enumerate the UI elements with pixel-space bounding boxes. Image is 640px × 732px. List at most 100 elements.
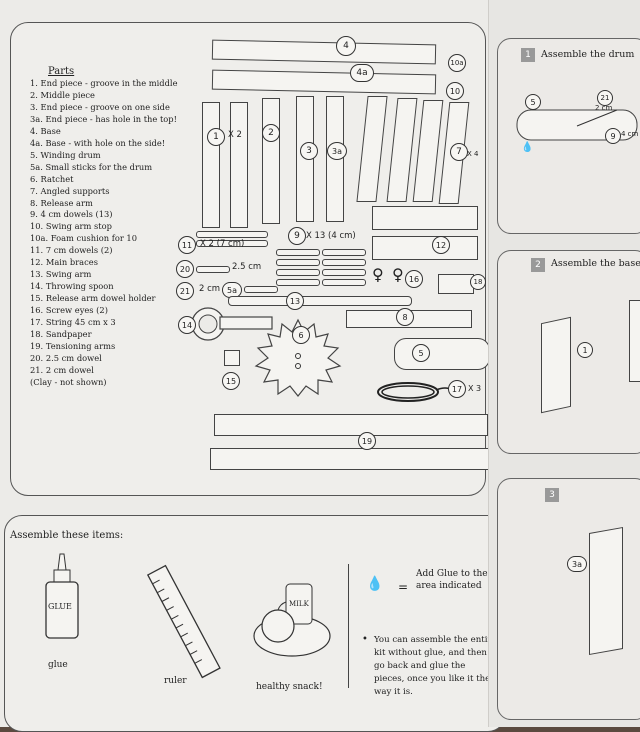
step-2-number: 2 bbox=[531, 258, 545, 272]
dim-2cm: 2 cm bbox=[199, 284, 221, 294]
label-4: 4 bbox=[336, 36, 356, 56]
list-item: 3. End piece - groove on one side bbox=[30, 101, 170, 112]
label-6: 6 bbox=[292, 326, 310, 344]
part-9-dowel bbox=[276, 269, 320, 276]
list-item: 17. String 45 cm x 3 bbox=[30, 317, 116, 328]
part-13-swing-arm bbox=[228, 296, 412, 306]
label-13: 13 bbox=[286, 292, 304, 310]
part-1-end-piece-b bbox=[230, 102, 248, 228]
step-1-ref-9: 9 bbox=[605, 128, 621, 144]
part-9-dowel bbox=[322, 269, 366, 276]
list-item: 15. Release arm dowel holder bbox=[30, 293, 156, 304]
assemble-panel bbox=[4, 515, 506, 732]
step-1-ref-4cm: 4 cm bbox=[621, 130, 639, 138]
label-14: 14 bbox=[178, 316, 196, 334]
label-11: 11 bbox=[178, 236, 196, 254]
step-2-base-piece bbox=[541, 316, 571, 414]
list-item: 3a. End piece - has hole in the top! bbox=[30, 113, 177, 124]
step-3-number: 3 bbox=[545, 488, 559, 502]
snack-caption: healthy snack! bbox=[256, 682, 323, 692]
label-15: 15 bbox=[222, 372, 240, 390]
label-10: 10 bbox=[446, 82, 464, 100]
label-16: 16 bbox=[405, 270, 423, 288]
part-14-throwing-spoon bbox=[191, 307, 273, 341]
label-8: 8 bbox=[396, 308, 414, 326]
list-item: 7. Angled supports bbox=[30, 185, 110, 196]
snack-plate-icon bbox=[253, 583, 331, 657]
list-item: 1. End piece - groove in the middle bbox=[30, 78, 178, 88]
part-11-dowel bbox=[196, 231, 268, 238]
ruler-caption: ruler bbox=[164, 676, 187, 686]
label-3: 3 bbox=[300, 142, 318, 160]
label-9: 9 bbox=[288, 227, 306, 245]
bullet-icon: • bbox=[362, 634, 368, 645]
glue-drop-icon: 💧 bbox=[366, 576, 384, 592]
list-item: 21. 2 cm dowel bbox=[30, 364, 94, 375]
label-10a: 10a bbox=[448, 54, 466, 72]
list-item: 6. Ratchet bbox=[30, 173, 74, 184]
list-item: 18. Sandpaper bbox=[30, 329, 92, 340]
part-9-dowel bbox=[276, 249, 320, 256]
glue-drop-icon: 💧 bbox=[521, 142, 534, 153]
label-1: 1 bbox=[207, 128, 225, 146]
part-12-main-brace bbox=[372, 206, 478, 230]
instruction-page: Parts 1. End piece - groove in the middl… bbox=[0, 0, 506, 732]
dim-2-5cm: 2.5 cm bbox=[232, 262, 262, 272]
qty-x13-4cm: X 13 (4 cm) bbox=[306, 231, 356, 241]
part-9-dowel bbox=[276, 279, 320, 286]
qty-x3: X 3 bbox=[468, 384, 482, 393]
part-18-sandpaper bbox=[438, 274, 474, 294]
part-20-dowel bbox=[196, 266, 230, 273]
label-19: 19 bbox=[358, 432, 376, 450]
divider bbox=[348, 564, 349, 688]
label-21: 21 bbox=[176, 282, 194, 300]
part-1-end-piece bbox=[202, 102, 220, 228]
list-item: 20. 2.5 cm dowel bbox=[30, 352, 102, 363]
step-1-ref-5: 5 bbox=[525, 94, 541, 110]
list-item: 11. 7 cm dowels (2) bbox=[30, 245, 113, 256]
list-item: 4. Base bbox=[30, 125, 61, 136]
part-5-winding-drum bbox=[394, 338, 490, 370]
instruction-page-right: 1 Assemble the drum 5 21 2 cm 9 4 cm 💧 2… bbox=[488, 0, 640, 727]
label-12: 12 bbox=[432, 236, 450, 254]
step-3-end-piece bbox=[589, 527, 623, 655]
step-3-ref-3a: 3a bbox=[567, 556, 587, 572]
step-2-side-piece bbox=[629, 300, 640, 382]
glue-note: Add Glue to the area indicated bbox=[416, 569, 488, 591]
list-item: 10a. Foam cushion for 10 bbox=[30, 233, 137, 244]
glue-caption: glue bbox=[48, 660, 68, 670]
part-12-main-brace bbox=[372, 236, 478, 260]
label-18: 18 bbox=[470, 274, 486, 290]
list-item: 8. Release arm bbox=[30, 197, 93, 208]
assemble-title: Assemble these items: bbox=[10, 530, 124, 541]
step-1-ref-2cm: 2 cm bbox=[595, 104, 613, 112]
bullet-note: You can assemble the entire kit without … bbox=[374, 635, 497, 697]
label-3a: 3a bbox=[327, 142, 347, 160]
screw-eye-icon: ♀ bbox=[392, 265, 404, 284]
list-item: 9. 4 cm dowels (13) bbox=[30, 209, 113, 220]
part-15-dowel-holder bbox=[224, 350, 240, 366]
list-item: 14. Throwing spoon bbox=[30, 281, 114, 292]
part-11-dowel bbox=[196, 240, 268, 247]
label-5: 5 bbox=[412, 344, 430, 362]
list-item: 2. Middle piece bbox=[30, 89, 95, 100]
ruler-icon bbox=[146, 564, 221, 679]
part-9-dowel bbox=[322, 259, 366, 266]
milk-label: MILK bbox=[289, 600, 309, 608]
parts-title: Parts bbox=[48, 66, 75, 77]
parts-list: 1. End piece - groove in the middle 2. M… bbox=[30, 78, 180, 389]
part-9-dowel bbox=[276, 259, 320, 266]
part-19-tensioning-arm bbox=[210, 448, 490, 470]
part-19-tensioning-arm bbox=[214, 414, 488, 436]
list-item: (Clay - not shown) bbox=[30, 376, 107, 387]
glue-bottle-icon bbox=[45, 553, 79, 639]
list-item: 19. Tensioning arms bbox=[30, 340, 116, 351]
label-17: 17 bbox=[448, 380, 466, 398]
label-7: 7 bbox=[450, 143, 468, 161]
part-17-string bbox=[377, 382, 453, 402]
part-2-middle-piece bbox=[262, 98, 280, 224]
step-2-ref-1: 1 bbox=[577, 342, 593, 358]
qty-x4: X 4 bbox=[467, 150, 479, 158]
part-6-ratchet bbox=[254, 318, 342, 397]
step-1-ref-21: 21 bbox=[597, 90, 613, 106]
